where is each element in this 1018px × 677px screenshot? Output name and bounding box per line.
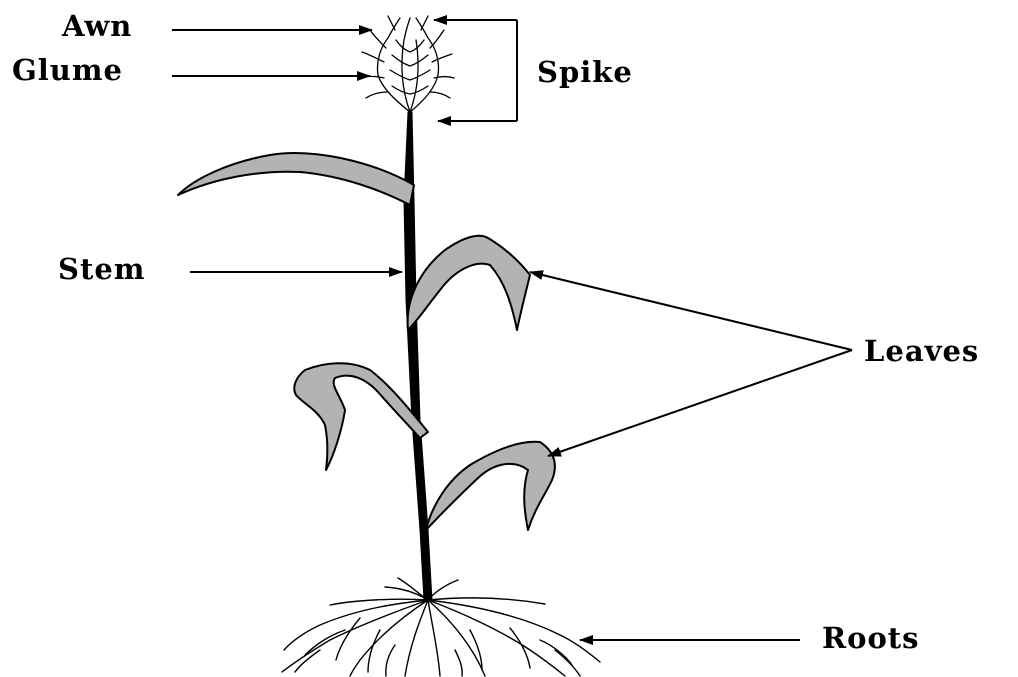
stem-label: Stem	[58, 255, 145, 284]
leaves-pointer-lower	[548, 350, 852, 456]
glume-label: Glume	[12, 56, 123, 85]
spike-bracket	[434, 20, 517, 121]
leaves-illustration	[178, 153, 555, 530]
spike-label: Spike	[537, 58, 633, 87]
leaves-label: Leaves	[864, 337, 979, 366]
leaves-pointer-upper	[530, 272, 852, 350]
spike-illustration	[360, 16, 454, 112]
roots-illustration	[282, 578, 600, 676]
roots-label: Roots	[822, 624, 920, 653]
awn-label: Awn	[62, 12, 132, 41]
